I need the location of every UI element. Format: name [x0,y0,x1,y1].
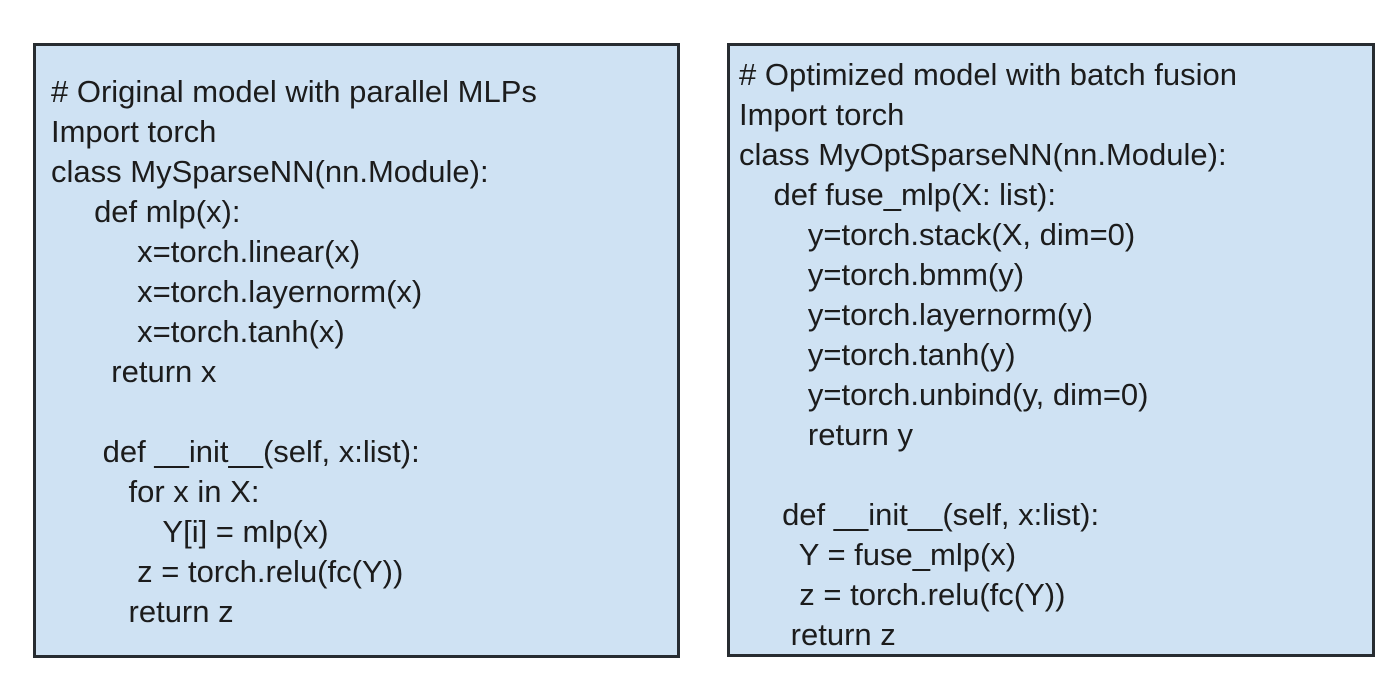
original-model-panel: # Original model with parallel MLPs Impo… [33,43,680,658]
optimized-model-panel: # Optimized model with batch fusion Impo… [727,43,1375,657]
optimized-model-code: # Optimized model with batch fusion Impo… [739,57,1237,652]
original-model-code: # Original model with parallel MLPs Impo… [51,74,537,629]
